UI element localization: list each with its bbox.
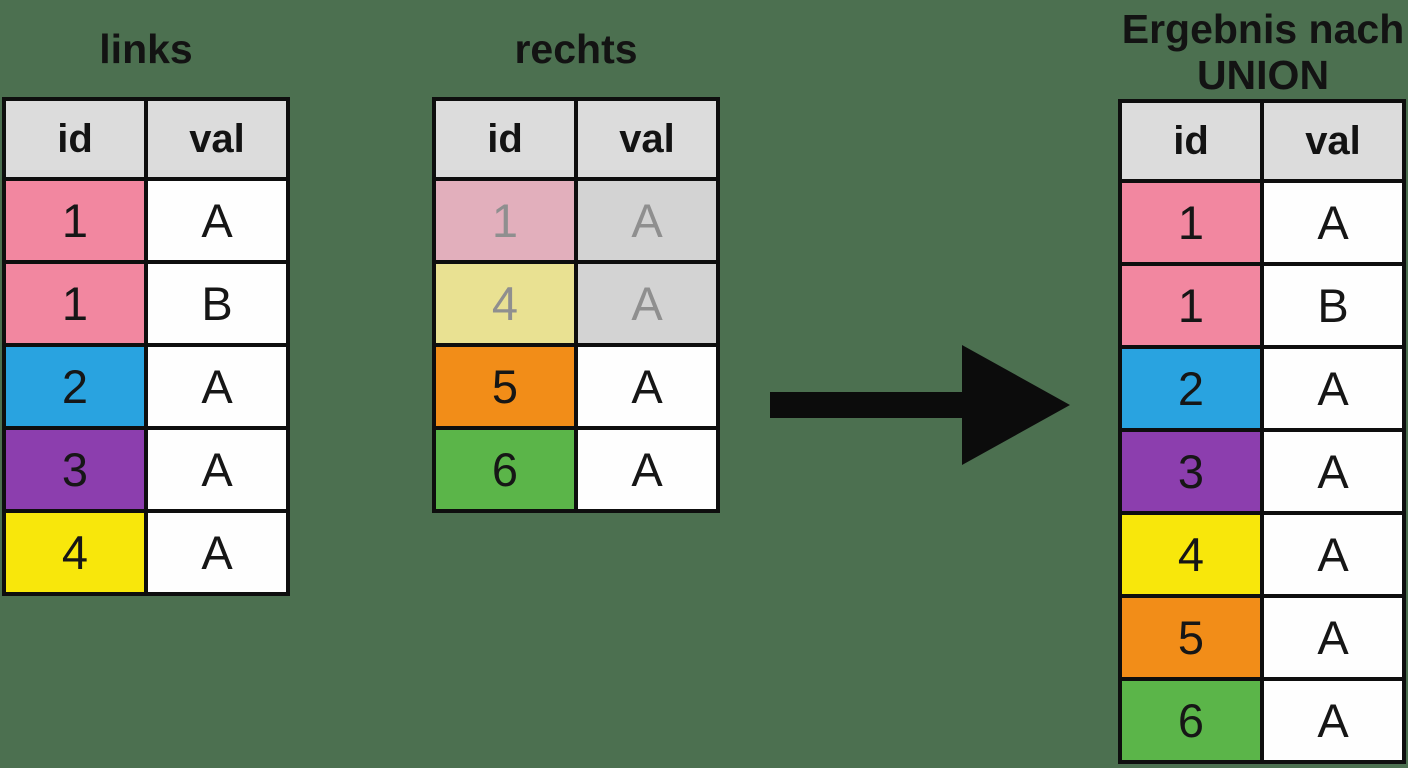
- cell-val: A: [578, 430, 716, 509]
- table-result: id val 1 A 1 B 2 A 3 A 4 A 5 A 6 A: [1118, 99, 1406, 764]
- cell-id: 1: [1122, 266, 1260, 345]
- cell-val: A: [148, 513, 286, 592]
- cell-id: 4: [436, 264, 574, 343]
- table-links: id val 1 A 1 B 2 A 3 A 4 A: [2, 97, 290, 596]
- table-row-muted: 4 A: [436, 264, 716, 343]
- table-row: 2 A: [6, 347, 286, 426]
- cell-val: A: [148, 430, 286, 509]
- table-row: 2 A: [1122, 349, 1402, 428]
- cell-id: 4: [6, 513, 144, 592]
- cell-val: A: [578, 181, 716, 260]
- table-title-result: Ergebnis nach UNION: [1121, 6, 1405, 99]
- table-header-row: id val: [1122, 103, 1402, 179]
- table-row: 5 A: [1122, 598, 1402, 677]
- cell-val: A: [1264, 598, 1402, 677]
- cell-id: 6: [1122, 681, 1260, 760]
- column-header-id: id: [1122, 103, 1260, 179]
- cell-val: A: [1264, 432, 1402, 511]
- right-arrow-icon: [770, 345, 1070, 465]
- column-header-id: id: [6, 101, 144, 177]
- cell-id: 5: [436, 347, 574, 426]
- cell-val: A: [1264, 349, 1402, 428]
- cell-id: 6: [436, 430, 574, 509]
- cell-val: A: [148, 347, 286, 426]
- cell-id: 3: [1122, 432, 1260, 511]
- table-row: 4 A: [6, 513, 286, 592]
- cell-id: 4: [1122, 515, 1260, 594]
- cell-val: A: [148, 181, 286, 260]
- table-row: 3 A: [6, 430, 286, 509]
- table-row: 6 A: [436, 430, 716, 509]
- table-row: 6 A: [1122, 681, 1402, 760]
- table-row: 1 A: [1122, 183, 1402, 262]
- cell-val: A: [578, 264, 716, 343]
- column-header-val: val: [148, 101, 286, 177]
- table-title-links: links: [99, 26, 193, 72]
- column-header-val: val: [578, 101, 716, 177]
- table-row: 3 A: [1122, 432, 1402, 511]
- table-rechts: id val 1 A 4 A 5 A 6 A: [432, 97, 720, 513]
- cell-id: 5: [1122, 598, 1260, 677]
- column-header-id: id: [436, 101, 574, 177]
- cell-id: 1: [6, 181, 144, 260]
- cell-val: A: [578, 347, 716, 426]
- cell-id: 2: [6, 347, 144, 426]
- table-header-row: id val: [6, 101, 286, 177]
- table-row: 1 A: [6, 181, 286, 260]
- cell-id: 1: [6, 264, 144, 343]
- column-header-val: val: [1264, 103, 1402, 179]
- table-header-row: id val: [436, 101, 716, 177]
- table-row: 1 B: [1122, 266, 1402, 345]
- cell-id: 3: [6, 430, 144, 509]
- cell-id: 2: [1122, 349, 1260, 428]
- cell-val: B: [1264, 266, 1402, 345]
- cell-id: 1: [1122, 183, 1260, 262]
- table-title-rechts: rechts: [514, 26, 638, 72]
- table-row: 5 A: [436, 347, 716, 426]
- cell-val: B: [148, 264, 286, 343]
- table-row: 1 B: [6, 264, 286, 343]
- cell-id: 1: [436, 181, 574, 260]
- cell-val: A: [1264, 183, 1402, 262]
- cell-val: A: [1264, 515, 1402, 594]
- table-row-muted: 1 A: [436, 181, 716, 260]
- cell-val: A: [1264, 681, 1402, 760]
- table-row: 4 A: [1122, 515, 1402, 594]
